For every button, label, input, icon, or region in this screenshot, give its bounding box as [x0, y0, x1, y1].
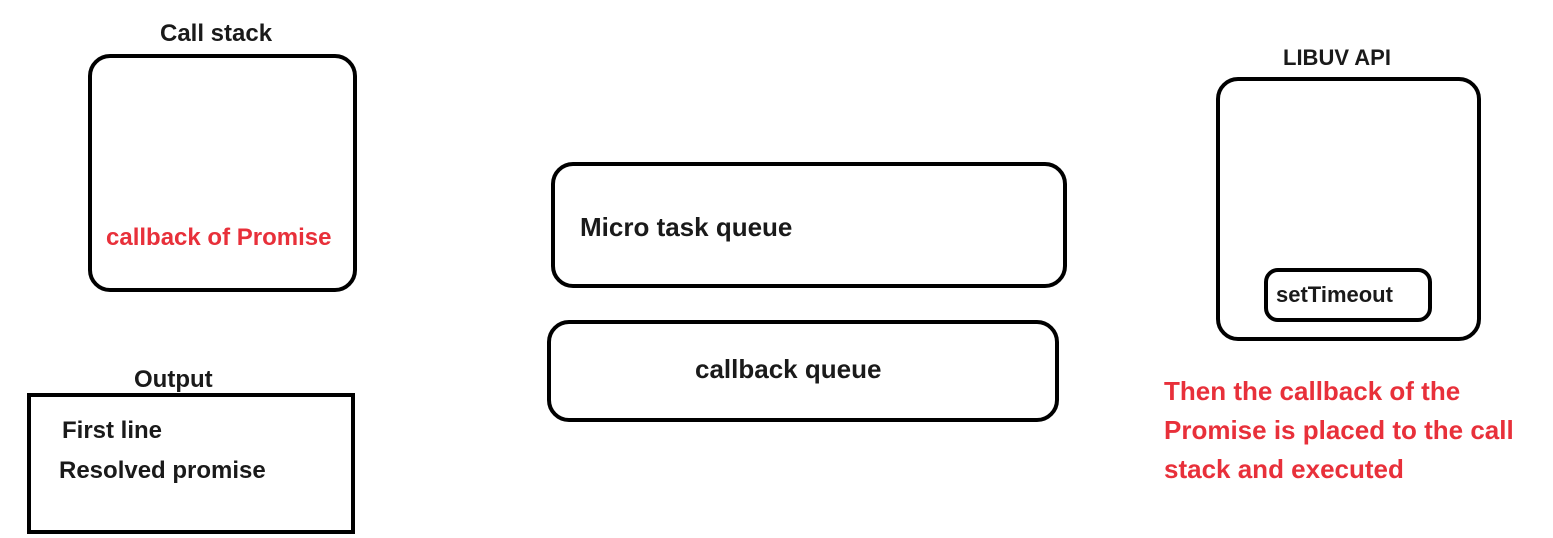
callback-queue-label: callback queue [695, 354, 882, 384]
call-stack-title: Call stack [160, 20, 273, 47]
output-box: First line Resolved promise [27, 393, 355, 534]
libuv-title: LIBUV API [1283, 45, 1391, 70]
output-title: Output [134, 366, 213, 393]
call-stack-box: callback of Promise [88, 54, 357, 292]
micro-task-queue-box: Micro task queue [551, 162, 1067, 288]
call-stack-item: callback of Promise [106, 224, 332, 251]
settimeout-box: setTimeout [1264, 268, 1432, 322]
output-line: First line [62, 417, 163, 444]
note-line: Promise is placed to the call [1164, 415, 1514, 445]
micro-task-queue-label: Micro task queue [580, 212, 793, 242]
libuv-box: setTimeout [1216, 77, 1481, 341]
callback-queue-box: callback queue [547, 320, 1059, 422]
settimeout-label: setTimeout [1276, 282, 1393, 307]
note-line: Then the callback of the [1164, 376, 1461, 406]
explanation-note: Then the callback of the Promise is plac… [1164, 372, 1514, 489]
output-line: Resolved promise [59, 457, 266, 484]
note-line: stack and executed [1164, 454, 1404, 484]
